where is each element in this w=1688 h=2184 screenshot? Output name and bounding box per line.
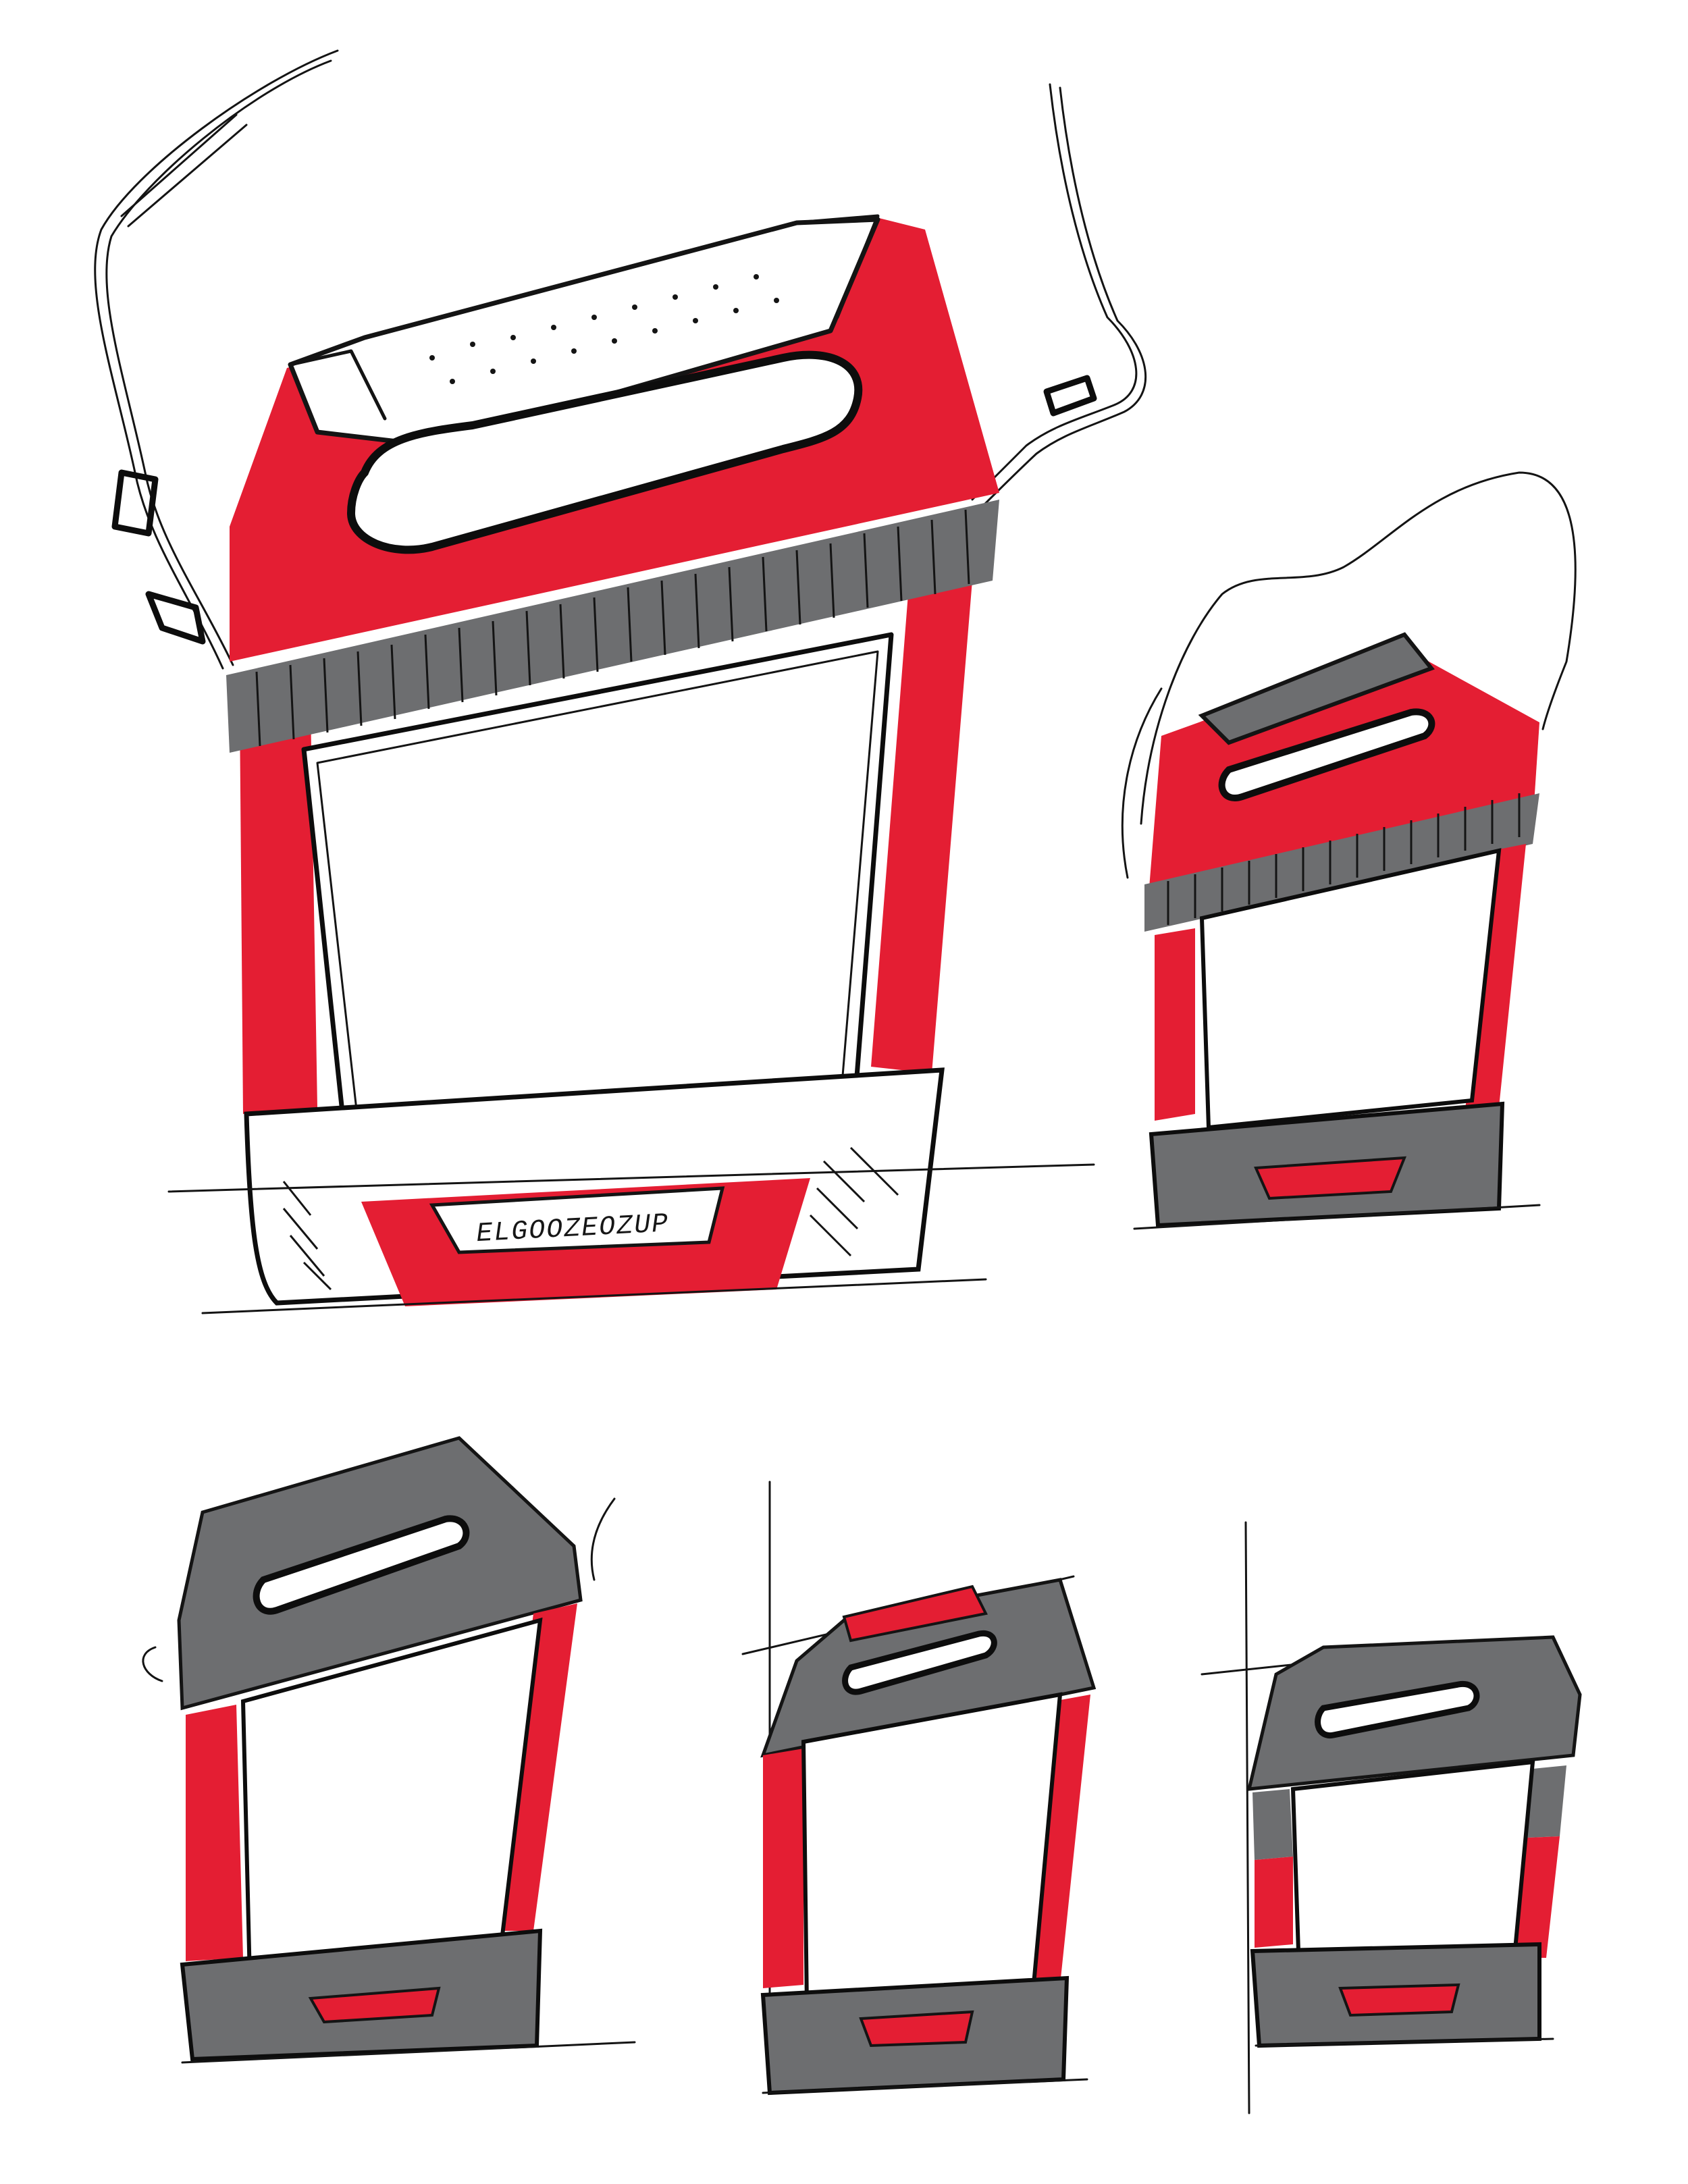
sketch-grey-lid-cooler xyxy=(142,1436,636,2064)
red-side-panel-left xyxy=(240,709,317,1114)
handle-cutout xyxy=(1315,1681,1480,1738)
handle-cutout xyxy=(1218,708,1435,801)
handle-cutout xyxy=(842,1630,997,1695)
sketch-large-red-cooler: ELGOOZEOZUP xyxy=(94,49,1147,1314)
handle-cutout xyxy=(253,1515,470,1615)
sketch-grey-lid-red-handle-cooler xyxy=(741,1481,1097,2096)
logo-plate xyxy=(429,1186,725,1254)
red-side-panel-right xyxy=(871,581,972,1073)
grey-seam-band xyxy=(226,500,999,753)
sketch-all-grey-cooler xyxy=(1201,1521,1582,2114)
front-white-panel xyxy=(1199,848,1502,1130)
handle-cutout xyxy=(346,350,863,554)
sketch-small-red-cooler xyxy=(1121,471,1577,1230)
seam-hatching xyxy=(255,509,970,747)
strap-outline xyxy=(1140,471,1577,825)
handle-grip-dots xyxy=(429,274,779,384)
ground-line xyxy=(167,1163,1095,1193)
shoulder-strap xyxy=(94,49,1147,670)
front-white-panel xyxy=(801,1692,1063,2008)
